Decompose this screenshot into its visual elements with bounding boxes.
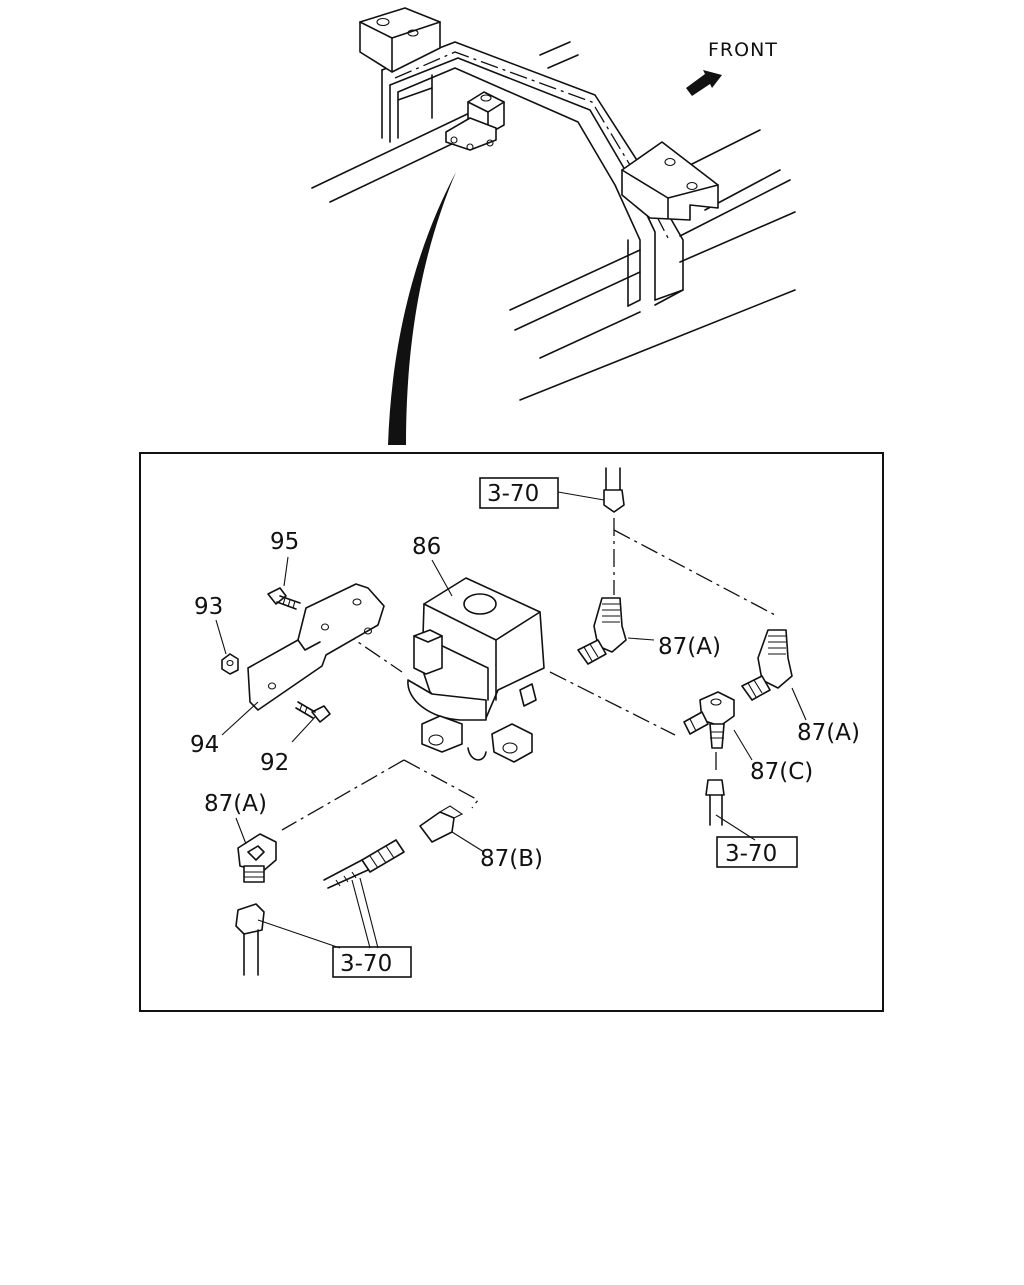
callout-87c: 87(C) <box>750 759 813 785</box>
ref-box-bottom <box>332 946 412 978</box>
callout-95: 95 <box>270 529 299 555</box>
elbow-fitting-icon <box>577 597 627 665</box>
callout-87b: 87(B) <box>480 846 543 872</box>
ref-box-right <box>716 836 798 868</box>
ref-bottom-text: 3-70 <box>340 951 392 977</box>
ref-right-text: 3-70 <box>725 841 777 867</box>
front-arrow-icon <box>686 70 722 96</box>
nut-icon <box>221 653 239 675</box>
pipe-left <box>235 903 265 976</box>
pipe-right <box>705 779 725 826</box>
callout-87a-left: 87(A) <box>204 791 267 817</box>
callout-94: 94 <box>190 732 219 758</box>
valve-assembly-icon <box>407 577 545 763</box>
pipe-top <box>603 467 625 513</box>
connector-icon <box>323 805 464 889</box>
detail-pointer <box>388 172 456 445</box>
frame-overview: FRONT <box>311 7 796 401</box>
elbow-fitting-right-icon <box>741 629 793 701</box>
callout-86: 86 <box>412 534 441 560</box>
callout-87a-right: 87(A) <box>797 720 860 746</box>
ref-top-text: 3-70 <box>487 481 539 507</box>
bracket-icon <box>247 583 385 711</box>
ref-box-top <box>479 477 559 509</box>
valve-location-icon <box>445 91 505 151</box>
detail-frame <box>139 452 884 1012</box>
callout-92: 92 <box>260 750 289 776</box>
bolt-92-icon <box>295 701 331 723</box>
bolt-icon <box>267 587 301 610</box>
callout-93: 93 <box>194 594 223 620</box>
front-label: FRONT <box>708 39 778 61</box>
elbow-fitting-left-icon <box>237 833 277 883</box>
callout-87a-upper: 87(A) <box>658 634 721 660</box>
tee-fitting-icon <box>683 691 735 749</box>
